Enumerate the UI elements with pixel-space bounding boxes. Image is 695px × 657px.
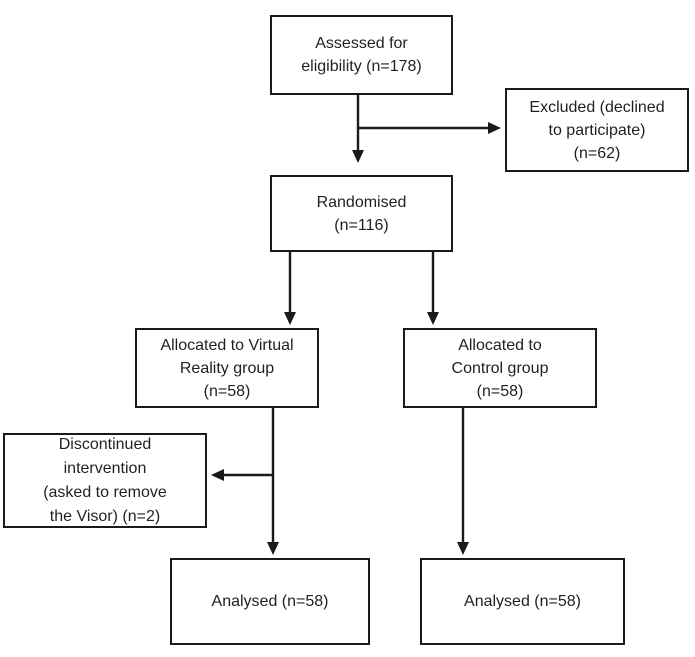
connector-control-to-analysed	[457, 408, 469, 555]
discontinued-intervention-box: Discontinued intervention (asked to remo…	[3, 433, 207, 528]
connector-virtual-reality-to-discontinued	[211, 469, 273, 481]
connector-randomised-to-control	[427, 252, 439, 325]
connector-assessed-to-randomised	[352, 95, 364, 163]
assessed-for-eligibility-box: Assessed for eligibility (n=178)	[270, 15, 453, 95]
randomised-box: Randomised (n=116)	[270, 175, 453, 252]
allocated-control-box: Allocated to Control group (n=58)	[403, 328, 597, 408]
connector-assessed-to-excluded	[358, 122, 501, 134]
allocated-virtual-reality-box: Allocated to Virtual Reality group (n=58…	[135, 328, 319, 408]
connector-assessed-to-excluded-arrowhead	[488, 122, 501, 134]
connector-control-to-analysed-arrowhead	[457, 542, 469, 555]
connector-randomised-to-virtual-reality-arrowhead	[284, 312, 296, 325]
connector-randomised-to-control-arrowhead	[427, 312, 439, 325]
connector-assessed-to-randomised-arrowhead	[352, 150, 364, 163]
connector-virtual-reality-to-analysed-arrowhead	[267, 542, 279, 555]
connector-randomised-to-virtual-reality	[284, 252, 296, 325]
analysed-control-box: Analysed (n=58)	[420, 558, 625, 645]
excluded-box: Excluded (declined to participate) (n=62…	[505, 88, 689, 172]
analysed-virtual-reality-box: Analysed (n=58)	[170, 558, 370, 645]
connector-virtual-reality-to-analysed	[267, 408, 279, 555]
connector-virtual-reality-to-discontinued-arrowhead	[211, 469, 224, 481]
